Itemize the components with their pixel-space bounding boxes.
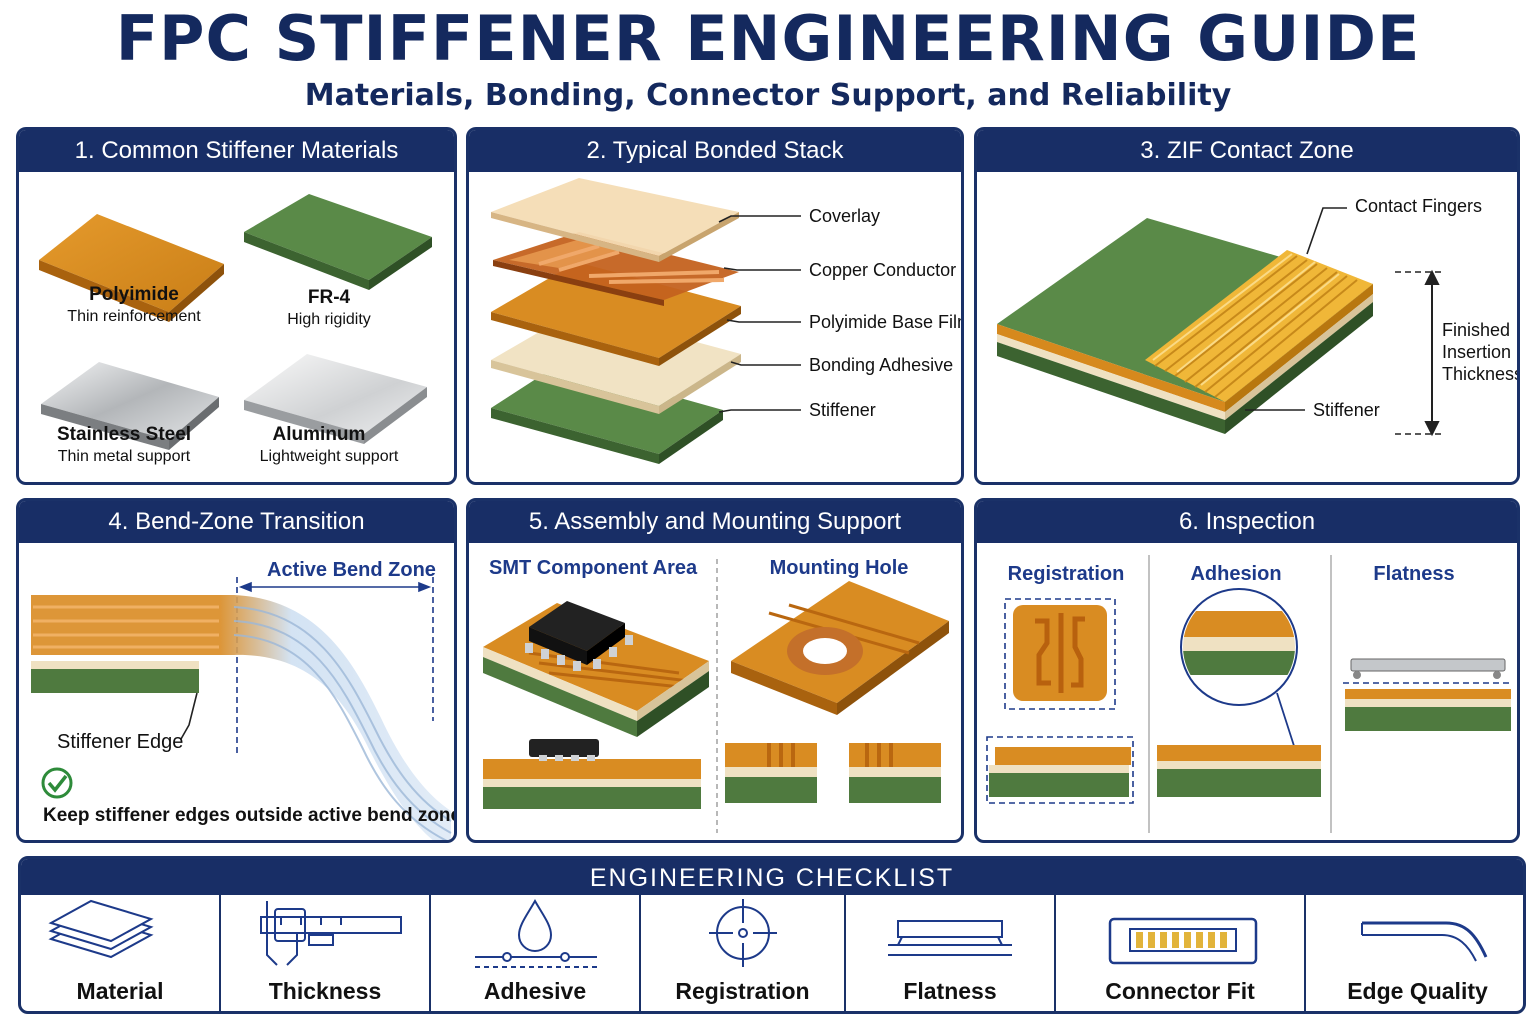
inspection-col-adhesion: Adhesion (1190, 563, 1282, 585)
zif-thickness-label-3: Thickness (1442, 364, 1520, 384)
mounting-hole-label: Mounting Hole (769, 557, 909, 579)
panel-zif-title: 3. ZIF Contact Zone (977, 130, 1517, 172)
panel-materials-body: Polyimide Thin reinforcement FR-4 High r… (19, 172, 454, 482)
panel-assembly-title: 5. Assembly and Mounting Support (469, 501, 961, 543)
zif-thickness-label-1: Finished (1442, 320, 1511, 340)
assembly-illustration (483, 559, 949, 833)
inspection-col-flatness: Flatness (1373, 563, 1455, 585)
page-title: FPC STIFFENER ENGINEERING GUIDE (115, 2, 1421, 75)
flatness-icon (888, 920, 1012, 956)
stack-layer-coverlay (491, 178, 739, 262)
material-name-polyimide: Polyimide (89, 284, 179, 305)
checklist-item-connector-fit: Connector Fit (1056, 895, 1306, 1011)
aluminum-sample (244, 354, 427, 444)
panel-stack: 2. Typical Bonded Stack (466, 127, 964, 485)
stack-layer-copper (493, 232, 739, 306)
panel-inspection-title: 6. Inspection (977, 501, 1517, 543)
bend-zone-label: Active Bend Zone (267, 559, 436, 581)
material-name-aluminum: Aluminum (272, 424, 366, 445)
page-subtitle: Materials, Bonding, Connector Support, a… (304, 78, 1232, 113)
panel-zif-body: Contact Fingers Stiffener Finished Inser… (977, 172, 1517, 482)
material-desc-fr4: High rigidity (287, 311, 371, 328)
checklist-label-thickness: Thickness (268, 978, 382, 1004)
zif-stiffener-label: Stiffener (1313, 400, 1380, 420)
panel-materials: 1. Common Stiffener Materials (16, 127, 457, 485)
layers-icon (48, 899, 154, 959)
engineering-checklist: ENGINEERING CHECKLIST Material Thickness (18, 856, 1526, 1014)
polyimide-sample (39, 214, 224, 322)
panel-inspection: 6. Inspection (974, 498, 1520, 843)
stack-label-adhesive: Bonding Adhesive (809, 355, 954, 375)
material-desc-stainless: Thin metal support (57, 448, 191, 465)
zif-illustration (997, 207, 1445, 437)
panel-stack-title: 2. Typical Bonded Stack (469, 130, 961, 172)
panel-bend-body: Active Bend Zone Stiffener Edge Keep sti… (19, 543, 454, 840)
material-desc-aluminum: Lightweight support (259, 448, 399, 465)
checklist-item-edge-quality: Edge Quality (1306, 895, 1523, 1011)
panel-materials-title: 1. Common Stiffener Materials (19, 130, 454, 172)
checklist-label-adhesive: Adhesive (483, 978, 587, 1004)
inspection-illustration (986, 555, 1513, 833)
inspection-col-registration: Registration (1007, 563, 1125, 585)
check-icon (41, 767, 73, 799)
registration-detail (986, 598, 1134, 804)
adhesion-detail (1157, 588, 1321, 797)
zif-thickness-label-2: Insertion (1442, 342, 1512, 362)
material-name-fr4: FR-4 (307, 287, 351, 308)
panel-inspection-body: Registration Adhesion Flatness (977, 543, 1517, 840)
checklist-title: ENGINEERING CHECKLIST (21, 859, 1523, 895)
fr4-sample (244, 194, 432, 290)
stack-label-polyimide: Polyimide Base Film (809, 312, 964, 332)
zif-dimension-arrow (1424, 269, 1440, 437)
stack-layer-polyimide (491, 262, 741, 366)
panel-bend-title: 4. Bend-Zone Transition (19, 501, 454, 543)
material-name-stainless: Stainless Steel (56, 424, 192, 445)
droplet-icon (475, 898, 597, 968)
bend-stiffener (31, 669, 199, 693)
edge-icon (1361, 921, 1488, 962)
zif-contact-fingers (1154, 255, 1358, 398)
stack-illustration (491, 178, 801, 464)
caliper-icon (260, 901, 402, 966)
zif-contact-label: Contact Fingers (1355, 196, 1483, 216)
smt-cross-section (483, 739, 701, 809)
materials-illustration (39, 194, 432, 450)
mounting-board (731, 581, 949, 715)
checklist-label-edge-quality: Edge Quality (1347, 978, 1488, 1004)
stack-label-copper: Copper Conductor (809, 260, 957, 280)
panel-assembly-body: SMT Component Area Mounting Hole (469, 543, 961, 840)
panel-stack-body: Coverlay Copper Conductor Polyimide Base… (469, 172, 961, 482)
bend-note: Keep stiffener edges outside active bend… (43, 805, 457, 826)
checklist-label-flatness: Flatness (903, 978, 997, 1004)
panel-zif: 3. ZIF Contact Zone (974, 127, 1520, 485)
checklist-label-material: Material (76, 978, 164, 1004)
bend-stiffener-edge-label: Stiffener Edge (57, 731, 184, 753)
panel-assembly: 5. Assembly and Mounting Support (466, 498, 964, 843)
checklist-item-flatness: Flatness (846, 895, 1056, 1011)
mounting-cross-section (725, 743, 941, 803)
smt-chip (525, 601, 633, 671)
stack-label-stiffener: Stiffener (809, 400, 876, 420)
checklist-item-material: Material (21, 895, 221, 1011)
stack-callout-lines (718, 215, 801, 413)
checklist-item-registration: Registration (641, 895, 846, 1011)
stack-layer-stiffener (491, 364, 723, 464)
stack-label-coverlay: Coverlay (809, 206, 881, 226)
panel-bend: 4. Bend-Zone Transition (16, 498, 457, 843)
stainless-steel-sample (41, 362, 219, 450)
checklist-label-connector-fit: Connector Fit (1105, 978, 1255, 1004)
smt-label: SMT Component Area (489, 557, 698, 579)
checklist-item-thickness: Thickness (221, 895, 431, 1011)
checklist-label-registration: Registration (675, 978, 810, 1004)
mounting-hole (803, 638, 847, 664)
bend-illustration (31, 577, 452, 840)
zif-dimension-guides (1395, 271, 1445, 435)
connector-icon (1108, 917, 1258, 965)
crosshair-icon (709, 899, 777, 967)
checklist-item-adhesive: Adhesive (431, 895, 641, 1011)
flatness-detail (1343, 658, 1513, 731)
material-desc-polyimide: Thin reinforcement (67, 308, 201, 325)
bend-zone-bracket (236, 577, 434, 753)
